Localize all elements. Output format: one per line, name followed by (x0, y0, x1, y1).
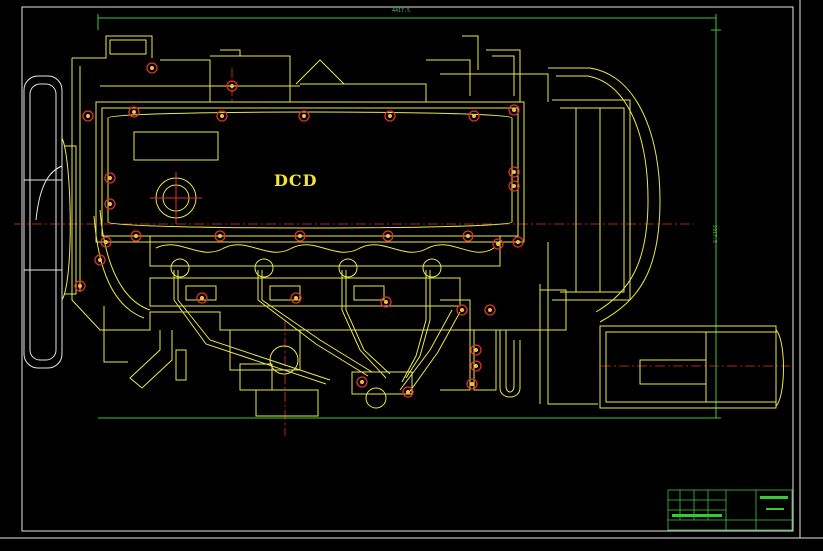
bolt-core (150, 66, 154, 70)
oil-filler-cap (150, 172, 202, 224)
bolt-marker (130, 230, 142, 242)
bolt-marker (226, 80, 238, 92)
dimension-height-label: 2917.5 (711, 225, 717, 243)
bolt-marker (382, 230, 394, 242)
bolt-core (108, 202, 112, 206)
bolt-marker (384, 110, 396, 122)
bolt-marker (94, 254, 106, 266)
bolt-core (470, 382, 474, 386)
bolt-core (78, 284, 82, 288)
bolt-core (474, 364, 478, 368)
bolt-marker (294, 230, 306, 242)
bolt-core (86, 114, 90, 118)
bolt-marker (492, 238, 504, 250)
bolt-core (220, 114, 224, 118)
bolt-core (230, 84, 234, 88)
drawing-border (0, 0, 823, 539)
fan-assembly (23, 75, 77, 369)
bolt-marker (196, 292, 208, 304)
injector-row (93, 209, 501, 319)
centerlines (14, 68, 790, 436)
bolt-marker (508, 166, 520, 178)
bolt-marker (104, 198, 116, 210)
bolt-marker (484, 304, 496, 316)
bolt-marker (466, 378, 478, 390)
bolt-marker (456, 304, 468, 316)
bolt-core (218, 234, 222, 238)
bolt-marker (128, 106, 140, 118)
bolt-core (512, 108, 516, 112)
bolt-core (134, 234, 138, 238)
bolt-core (488, 308, 492, 312)
bolt-marker (146, 62, 158, 74)
bolt-marker (82, 110, 94, 122)
bolt-marker (356, 376, 368, 388)
starter-motor (599, 325, 784, 409)
bolt-core (512, 170, 516, 174)
flywheel-housing (539, 67, 661, 405)
dimension-width-label: 4417.5 (392, 8, 410, 14)
bolt-core (298, 234, 302, 238)
bolt-marker (512, 236, 524, 248)
bolt-marker (214, 230, 226, 242)
bolt-marker (100, 236, 112, 248)
title-block (667, 489, 793, 531)
bolt-core (516, 240, 520, 244)
bolt-marker (508, 180, 520, 192)
bolt-core (360, 380, 364, 384)
bolt-core (388, 114, 392, 118)
bolt-marker (462, 230, 474, 242)
brand-label: DCD (274, 171, 317, 190)
bolt-core (384, 300, 388, 304)
bolt-marker (468, 110, 480, 122)
bolt-marker (470, 360, 482, 372)
bolt-marker (470, 344, 482, 356)
bolt-core (474, 348, 478, 352)
bolt-marker (216, 110, 228, 122)
bolt-marker (508, 104, 520, 116)
bolt-core (108, 176, 112, 180)
fuel-lines (173, 270, 461, 395)
bolt-core (132, 110, 136, 114)
bolt-core (496, 242, 500, 246)
engine-block (71, 35, 549, 331)
bolt-marker (104, 172, 116, 184)
bolt-core (386, 234, 390, 238)
bolt-core (466, 234, 470, 238)
bolt-marker (298, 110, 310, 122)
bolt-core (104, 240, 108, 244)
bolt-core (472, 114, 476, 118)
bolt-core (512, 184, 516, 188)
dimension-frame: 4417.5 2917.5 (97, 8, 721, 419)
cover-bolts (74, 62, 524, 398)
bolt-core (98, 258, 102, 262)
bolt-marker (380, 296, 392, 308)
bolt-core (302, 114, 306, 118)
bolt-marker (290, 292, 302, 304)
bolt-core (406, 390, 410, 394)
bolt-core (200, 296, 204, 300)
bolt-core (460, 308, 464, 312)
fuel-pump (103, 299, 521, 417)
bolt-core (294, 296, 298, 300)
bolt-marker (74, 280, 86, 292)
bolt-marker (402, 386, 414, 398)
